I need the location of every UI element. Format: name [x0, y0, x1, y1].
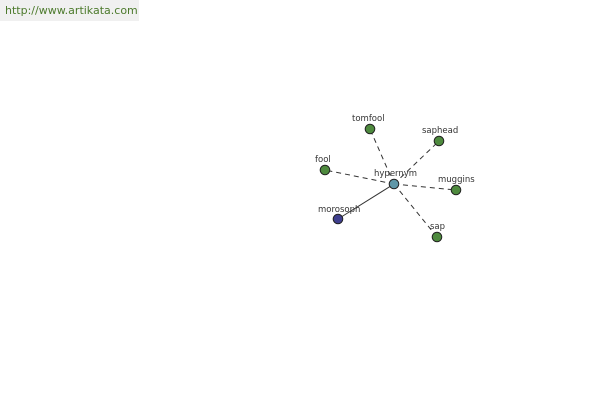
graph-edges	[324, 128, 457, 238]
edge-sap	[393, 183, 438, 238]
node-saphead[interactable]: saphead	[422, 126, 458, 147]
node-muggins[interactable]: muggins	[438, 175, 475, 196]
node-label-morosoph[interactable]: morosoph	[318, 205, 360, 215]
node-dot-muggins[interactable]	[450, 184, 462, 196]
node-tomfool[interactable]: tomfool	[352, 114, 385, 135]
node-label-fool[interactable]: fool	[315, 155, 331, 165]
node-label-sap[interactable]: sap	[430, 222, 445, 232]
node-label-hypernym[interactable]: hypernym	[374, 169, 417, 179]
graph-nodes: tomfool saphead fool muggins morosoph sap hype…	[315, 114, 475, 243]
node-fool[interactable]: fool	[315, 155, 331, 176]
node-hypernym[interactable]: hypernym	[374, 169, 417, 190]
node-dot-sap[interactable]	[431, 231, 443, 243]
node-label-muggins[interactable]: muggins	[438, 175, 475, 185]
node-dot-tomfool[interactable]	[364, 123, 376, 135]
edge-morosoph	[337, 183, 395, 220]
edge-fool	[324, 169, 395, 185]
node-label-tomfool[interactable]: tomfool	[352, 114, 385, 124]
node-dot-morosoph[interactable]	[332, 213, 344, 225]
node-dot-hypernym[interactable]	[388, 178, 400, 190]
node-sap[interactable]: sap	[430, 222, 445, 243]
source-url: http://www.artikata.com	[0, 0, 139, 21]
edge-muggins	[393, 183, 457, 191]
node-dot-saphead[interactable]	[433, 135, 445, 147]
edge-tomfool	[369, 128, 395, 185]
node-dot-fool[interactable]	[319, 164, 331, 176]
node-label-saphead[interactable]: saphead	[422, 126, 458, 136]
node-morosoph[interactable]: morosoph	[318, 205, 360, 225]
edge-saphead	[393, 140, 440, 185]
